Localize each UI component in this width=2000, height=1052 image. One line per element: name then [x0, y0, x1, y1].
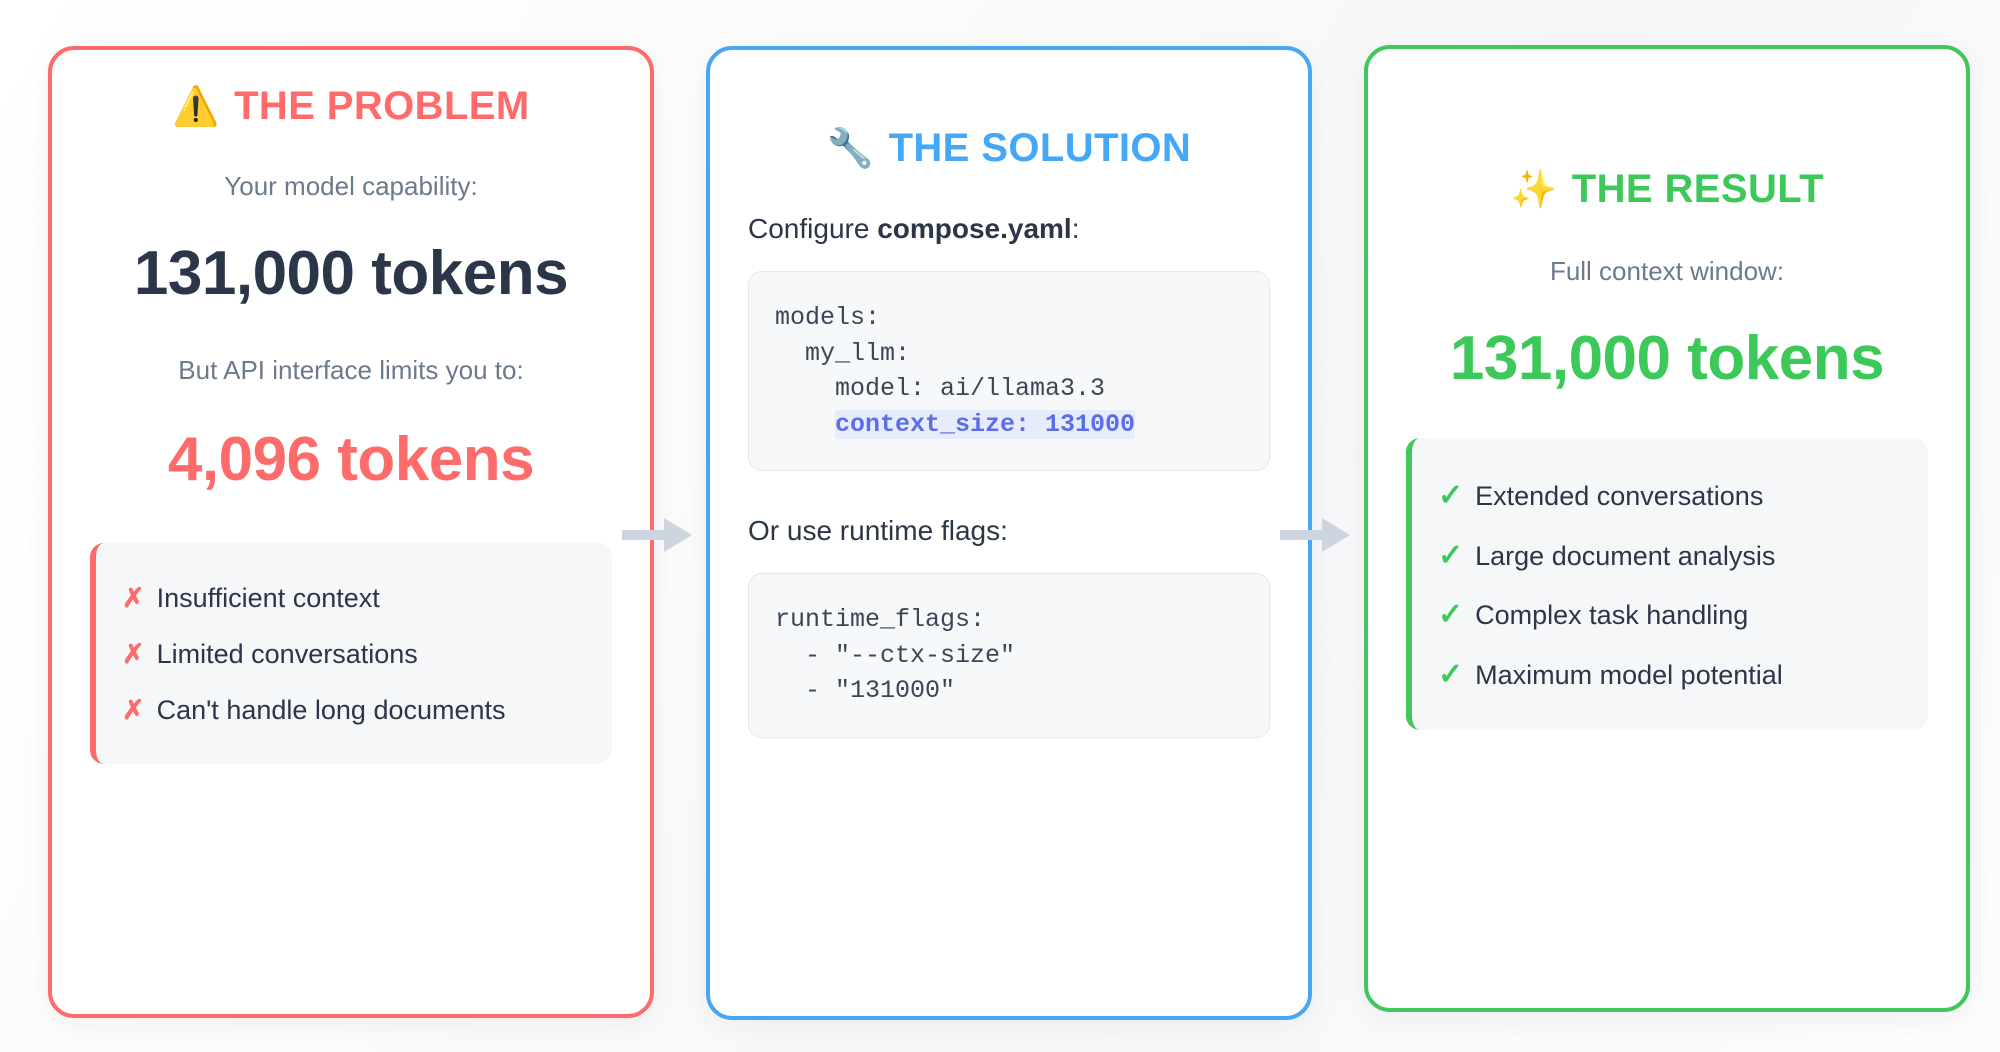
problem-card-header: ⚠️ THE PROBLEM [90, 84, 612, 129]
list-item-label: Insufficient context [156, 583, 380, 613]
result-card-title: THE RESULT [1571, 167, 1824, 211]
sparkles-icon: ✨ [1510, 168, 1558, 211]
list-item: ✗ Limited conversations [122, 627, 586, 683]
check-icon: ✓ [1438, 479, 1464, 512]
compose-code-plain: models: my_llm: model: ai/llama3.3 [775, 303, 1106, 403]
problem-drawback-list: ✗ Insufficient context ✗ Limited convers… [90, 543, 612, 765]
card-the-problem: ⚠️ THE PROBLEM Your model capability: 13… [48, 46, 654, 1018]
solution-card-title: THE SOLUTION [888, 126, 1192, 170]
list-item-label: Maximum model potential [1475, 659, 1783, 690]
warning-triangle-icon: ⚠️ [172, 85, 221, 128]
solution-compose-label-prefix: Configure [748, 213, 878, 244]
solution-compose-label: Configure compose.yaml: [748, 213, 1270, 245]
list-item: ✓ Large document analysis [1438, 526, 1902, 586]
list-item: ✗ Can't handle long documents [122, 683, 586, 739]
list-item-label: Limited conversations [156, 638, 418, 669]
solution-runtime-label: Or use runtime flags: [748, 515, 1008, 546]
solution-compose-label-suffix: : [1071, 213, 1080, 244]
list-item-label: Complex task handling [1475, 600, 1749, 630]
result-benefit-list: ✓ Extended conversations ✓ Large documen… [1406, 438, 1928, 730]
list-item-label: Can't handle long documents [156, 694, 506, 725]
problem-value-capability: 131,000 tokens [133, 239, 569, 308]
cross-icon: ✗ [122, 638, 145, 669]
result-caption: Full context window: [1549, 256, 1785, 286]
list-item: ✓ Extended conversations [1438, 466, 1902, 526]
result-card-header: ✨ THE RESULT [1406, 167, 1928, 212]
check-icon: ✓ [1438, 538, 1464, 572]
problem-caption-capability: Your model capability: [224, 171, 478, 201]
check-icon: ✓ [1438, 657, 1464, 691]
cross-icon: ✗ [122, 583, 145, 613]
solution-compose-filename: compose.yaml [877, 213, 1072, 244]
list-item-label: Extended conversations [1475, 481, 1764, 511]
check-icon: ✓ [1438, 598, 1464, 631]
arrow-problem-to-solution [622, 515, 694, 555]
card-the-result: ✨ THE RESULT Full context window: 131,00… [1364, 45, 1970, 1012]
problem-value-limit: 4,096 tokens [167, 425, 535, 494]
solution-compose-code-block: models: my_llm: model: ai/llama3.3 conte… [748, 271, 1270, 471]
wrench-icon: 🔧 [826, 127, 875, 170]
cross-icon: ✗ [122, 694, 145, 725]
problem-caption-limit: But API interface limits you to: [178, 355, 524, 385]
solution-card-header: 🔧 THE SOLUTION [748, 126, 1270, 171]
list-item: ✓ Complex task handling [1438, 585, 1902, 645]
card-the-solution: 🔧 THE SOLUTION Configure compose.yaml: m… [706, 46, 1312, 1020]
compose-code-highlight: context_size: 131000 [835, 409, 1136, 439]
solution-runtime-code-block: runtime_flags: - "--ctx-size" - "131000" [748, 573, 1270, 738]
arrow-solution-to-result [1280, 515, 1352, 555]
result-value: 131,000 tokens [1449, 324, 1885, 393]
problem-card-title: THE PROBLEM [234, 84, 530, 128]
list-item-label: Large document analysis [1475, 540, 1776, 571]
list-item: ✗ Insufficient context [122, 571, 586, 627]
list-item: ✓ Maximum model potential [1438, 645, 1902, 705]
